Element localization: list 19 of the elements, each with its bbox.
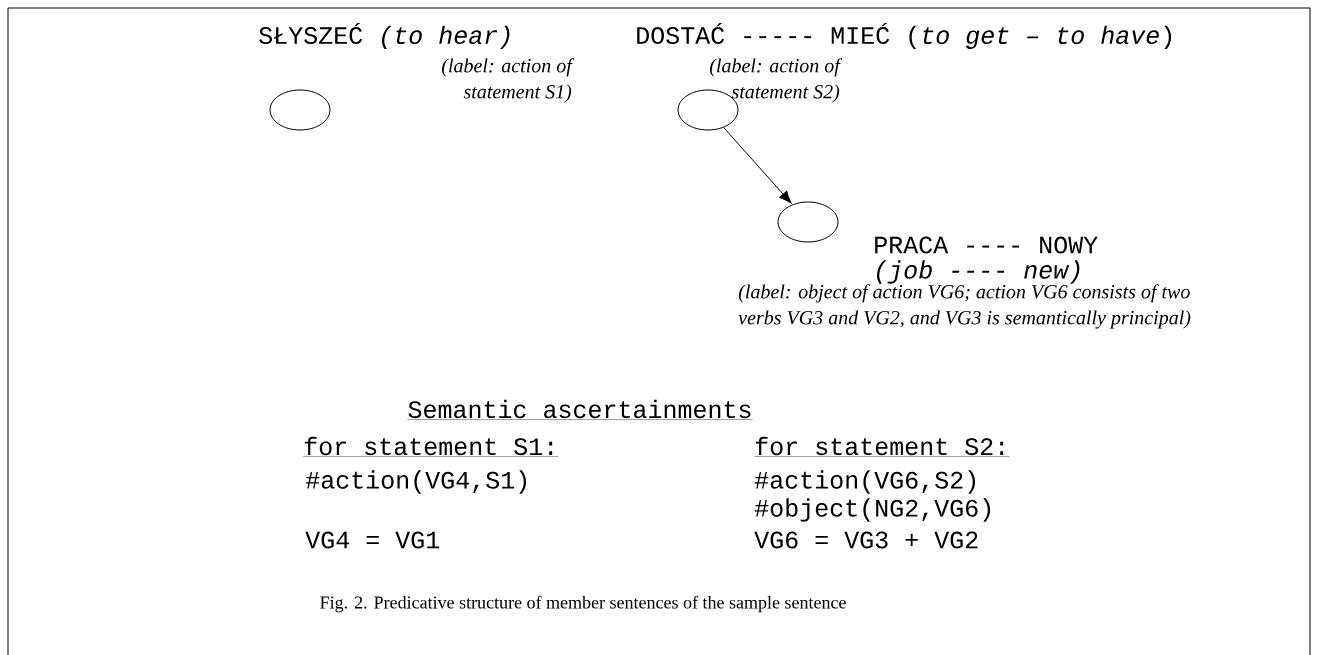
- formula-text: VG6 = VG3 + VG2: [754, 531, 978, 549]
- heading: for statement S1:: [303, 436, 559, 457]
- word-label: (job ---- new): [877, 260, 1080, 284]
- heading: Semantic ascertainments: [407, 399, 753, 420]
- caption: Fig. 2. Predicative structure of member sentences of the sample sentence: [320, 595, 846, 613]
- heading: for statement S2:: [754, 436, 1010, 457]
- formula-text: VG4 = VG1: [305, 531, 439, 549]
- annotation-label: (label: action of statement S2): [710, 58, 843, 103]
- formula-text: #action(VG4,S1): [305, 470, 526, 494]
- annotation-label: (label: action of statement S1): [442, 58, 575, 103]
- word-label: PRACA ---- NOWY: [875, 236, 1098, 254]
- word-label: SŁYSZEĆ (to hear): [259, 23, 510, 49]
- annotation-label: (label: object of action VG6; action VG6 consists of two verbs VG3 and VG2, and VG3 is semantically principal): [738, 284, 1191, 329]
- node-ellipse: [777, 201, 839, 243]
- word-label: DOSTAĆ ----- MIEĆ (to get – to have): [637, 23, 1172, 49]
- arrow: [723, 127, 792, 204]
- formula-text: #object(NG2,VG6): [754, 498, 990, 522]
- node-ellipse: [269, 89, 331, 131]
- formula-text: #action(VG6,S2): [754, 470, 975, 494]
